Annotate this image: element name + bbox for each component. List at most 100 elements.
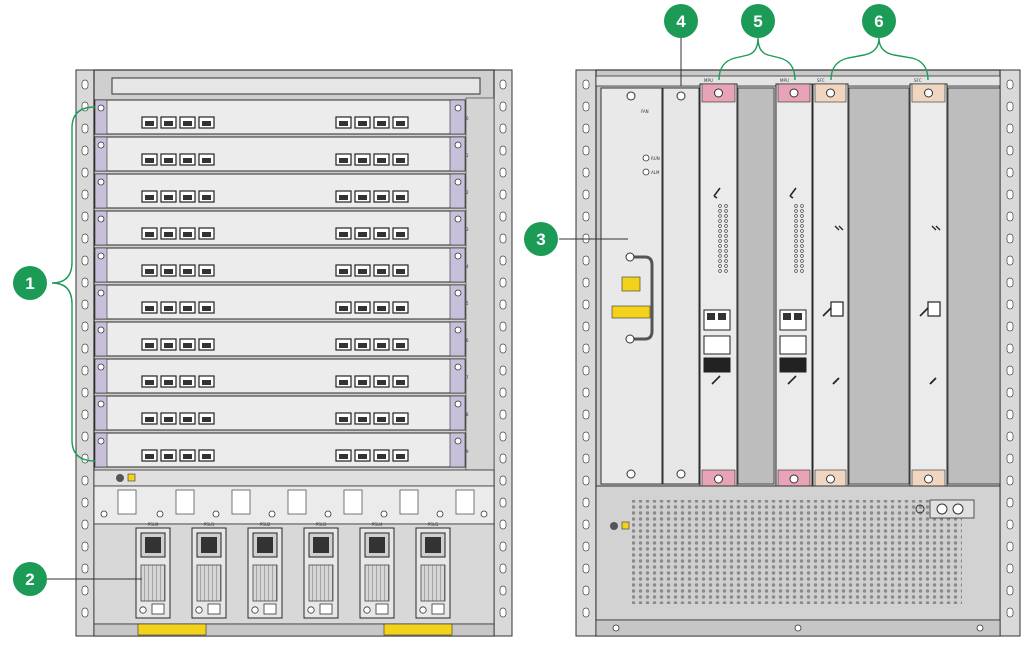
ear-hole-icon xyxy=(1006,101,1014,112)
sfp-port-cage xyxy=(202,121,211,126)
sfc-card: SFC xyxy=(909,78,948,489)
ear-hole-icon xyxy=(81,387,89,398)
ear-hole-icon xyxy=(499,519,507,530)
psu-handle-icon xyxy=(431,603,445,615)
card-screw-icon xyxy=(454,178,462,186)
power-module: PSU4 xyxy=(359,522,395,619)
ear-hole-icon xyxy=(582,585,590,596)
ac-inlet-socket xyxy=(313,537,329,553)
ear-hole-icon xyxy=(499,189,507,200)
ear-hole-icon xyxy=(81,563,89,574)
ear-hole-icon xyxy=(499,79,507,90)
status-led-icon xyxy=(794,229,798,233)
ac-inlet-socket xyxy=(369,537,385,553)
slot-number-label: 2 xyxy=(466,190,469,195)
card-screw-icon xyxy=(454,400,462,408)
sfp-port-cage xyxy=(377,269,386,274)
ac-inlet-socket xyxy=(201,537,217,553)
ear-hole-icon xyxy=(582,189,590,200)
esd-warning-icon xyxy=(127,473,136,482)
sfp-port-cage xyxy=(339,232,348,237)
ear-holes xyxy=(81,79,507,618)
ear-hole-icon xyxy=(582,321,590,332)
sfp-port-cage xyxy=(339,380,348,385)
sfp-port-cage xyxy=(339,121,348,126)
status-led-icon xyxy=(794,209,798,213)
sfp-port-cage xyxy=(377,232,386,237)
sfp-port-cage xyxy=(377,121,386,126)
sfp-port-cage xyxy=(164,158,173,163)
ear-hole-icon xyxy=(81,277,89,288)
ear-hole-icon xyxy=(81,519,89,530)
ear-hole-icon xyxy=(1006,255,1014,266)
baffle-screw-icon xyxy=(480,510,488,518)
ear-hole-icon xyxy=(582,167,590,178)
status-led-icon xyxy=(794,214,798,218)
fan-screw-top-icon xyxy=(626,91,636,101)
psu-vents xyxy=(140,564,166,602)
ear-hole-icon xyxy=(582,299,590,310)
callout-4: 4 xyxy=(664,4,698,38)
sfp-port-cage xyxy=(377,417,386,422)
sfp-port-cage xyxy=(164,121,173,126)
fan-screw-bottom-icon xyxy=(626,469,636,479)
ear-hole-icon xyxy=(582,541,590,552)
ear-hole-icon xyxy=(1006,497,1014,508)
ear-hole-icon xyxy=(1006,519,1014,530)
ear-hole-icon xyxy=(1006,277,1014,288)
ear-hole-icon xyxy=(582,563,590,574)
ear-hole-icon xyxy=(1006,321,1014,332)
ear-hole-icon xyxy=(1006,233,1014,244)
card-screw-icon xyxy=(97,400,105,408)
ear-hole-icon xyxy=(582,409,590,420)
slot-type-label: MPU xyxy=(704,78,713,83)
status-led-icon xyxy=(800,229,804,233)
sfp-port-cage xyxy=(164,417,173,422)
handle-screw-top-icon xyxy=(625,252,635,262)
power-module: PSU2 xyxy=(247,522,283,619)
sfp-port-cage xyxy=(339,417,348,422)
status-led-icon xyxy=(724,259,728,263)
front-card-cage-right xyxy=(465,97,495,471)
ear-hole-icon xyxy=(81,211,89,222)
status-led-icon xyxy=(800,249,804,253)
status-led-icon xyxy=(800,214,804,218)
fan-module-label: FAN xyxy=(641,109,649,114)
power-module: PSU3 xyxy=(303,522,339,619)
rear-foot-screw-center-icon xyxy=(794,624,802,632)
port-jack xyxy=(794,313,802,320)
usb-port-icon xyxy=(779,357,807,373)
psu-screw-icon xyxy=(251,606,259,614)
status-led-icon xyxy=(800,209,804,213)
rear-esd-jack-icon xyxy=(610,522,618,530)
rear-esd-warning-icon xyxy=(621,521,630,530)
card-screw-icon xyxy=(454,141,462,149)
psu-label: PSU0 xyxy=(148,522,159,527)
ear-hole-icon xyxy=(499,123,507,134)
mpu-faceplate xyxy=(699,83,738,489)
ear-hole-icon xyxy=(1006,365,1014,376)
sfp-port-cage xyxy=(377,158,386,163)
baffle-slots xyxy=(100,489,488,518)
air-vent-slot xyxy=(287,489,307,515)
sfp-port-cage xyxy=(377,380,386,385)
esd-jack-icon xyxy=(116,474,124,482)
status-led-icon xyxy=(718,209,722,213)
status-led-icon xyxy=(800,204,804,208)
fan-alm-led-label: ALM xyxy=(651,170,660,175)
status-led-icon xyxy=(794,204,798,208)
filler-screw-icon xyxy=(676,469,686,479)
status-led-icon xyxy=(718,259,722,263)
sfc-indicator-icon xyxy=(832,377,840,385)
power-warning-label-left xyxy=(137,623,207,636)
psu-screw-icon xyxy=(307,606,315,614)
sfp-port-cage xyxy=(358,343,367,348)
air-vent-slot xyxy=(399,489,419,515)
baffle-screw-icon xyxy=(324,510,332,518)
slot-number-label: 9 xyxy=(466,449,469,454)
psu-vents xyxy=(308,564,334,602)
status-led-icon xyxy=(800,239,804,243)
status-led-icon xyxy=(794,264,798,268)
sfp-port-cage xyxy=(164,343,173,348)
